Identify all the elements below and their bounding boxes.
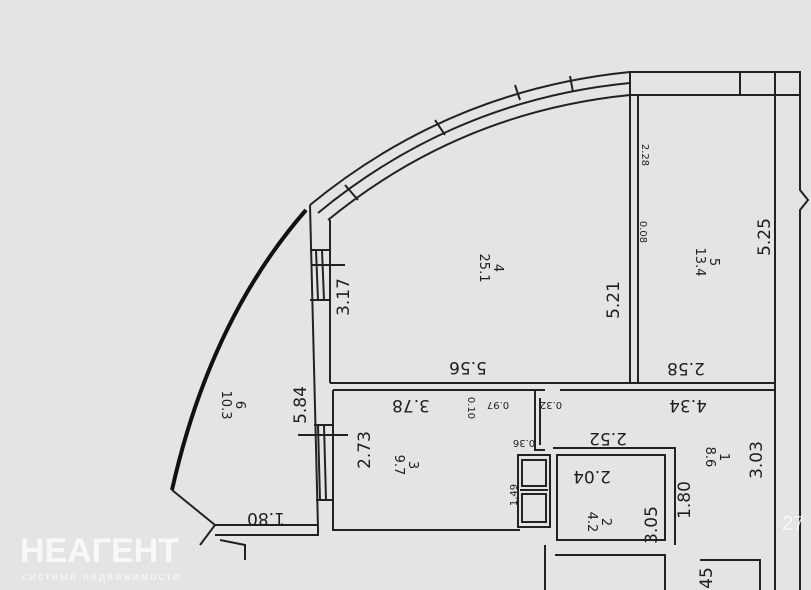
svg-text:2.28: 2.28: [639, 144, 650, 166]
svg-text:5.21: 5.21: [604, 281, 624, 319]
svg-text:0.10: 0.10: [465, 397, 476, 419]
svg-text:НЕАГЕНТ: НЕАГЕНТ: [20, 532, 179, 570]
svg-text:3.17: 3.17: [334, 278, 354, 316]
dimension-labels: 5.56 5.21 5.25 2.58 2.28 0.08 3.17 5.84 …: [247, 144, 775, 589]
svg-text:9.7: 9.7: [391, 455, 406, 476]
svg-text:13.4: 13.4: [692, 248, 707, 277]
svg-text:5.84: 5.84: [291, 386, 311, 424]
svg-text:3.05: 3.05: [642, 506, 662, 544]
watermark: НЕАГЕНТ система недвижимости 27: [20, 513, 804, 583]
room-3-label: 39.7: [391, 455, 420, 476]
svg-text:1.80: 1.80: [247, 508, 285, 528]
room-6-label: 610.3: [218, 391, 247, 420]
svg-text:1.49: 1.49: [509, 484, 520, 506]
svg-text:2.58: 2.58: [667, 358, 705, 378]
svg-text:25.1: 25.1: [476, 254, 491, 283]
room-1-label: 18.6: [702, 447, 731, 468]
svg-text:45: 45: [697, 567, 717, 589]
room-labels: 425.1 513.4 610.3 39.7 18.6 24.2: [218, 248, 731, 533]
svg-text:5.25: 5.25: [755, 218, 775, 256]
svg-text:4.2: 4.2: [584, 512, 599, 533]
svg-text:0.32: 0.32: [540, 399, 562, 410]
svg-text:3.03: 3.03: [747, 441, 767, 479]
svg-text:0.08: 0.08: [637, 221, 648, 243]
svg-text:1.80: 1.80: [675, 481, 695, 519]
room-5-label: 513.4: [692, 248, 721, 277]
walls: [170, 71, 810, 590]
svg-text:2.73: 2.73: [355, 431, 375, 469]
svg-text:2.04: 2.04: [573, 466, 611, 486]
svg-text:27: 27: [782, 513, 804, 535]
svg-text:8.6: 8.6: [702, 447, 717, 468]
svg-text:система недвижимости: система недвижимости: [22, 571, 181, 583]
svg-text:10.3: 10.3: [218, 391, 233, 420]
svg-text:6: 6: [232, 401, 247, 409]
svg-text:4.34: 4.34: [669, 395, 707, 415]
window-lines: [344, 75, 574, 201]
room-2-label: 24.2: [584, 512, 613, 533]
svg-text:5.56: 5.56: [449, 357, 487, 377]
svg-text:3.78: 3.78: [392, 395, 430, 415]
balcony-rail: [170, 208, 308, 491]
room-4-label: 425.1: [476, 254, 505, 283]
svg-text:0.97: 0.97: [487, 399, 509, 410]
svg-text:2: 2: [598, 518, 613, 526]
svg-text:1: 1: [716, 453, 731, 461]
svg-text:3: 3: [405, 461, 420, 469]
svg-text:5: 5: [706, 258, 721, 266]
svg-text:0.36: 0.36: [513, 437, 535, 448]
svg-text:4: 4: [490, 264, 505, 272]
svg-text:2.52: 2.52: [589, 428, 627, 448]
